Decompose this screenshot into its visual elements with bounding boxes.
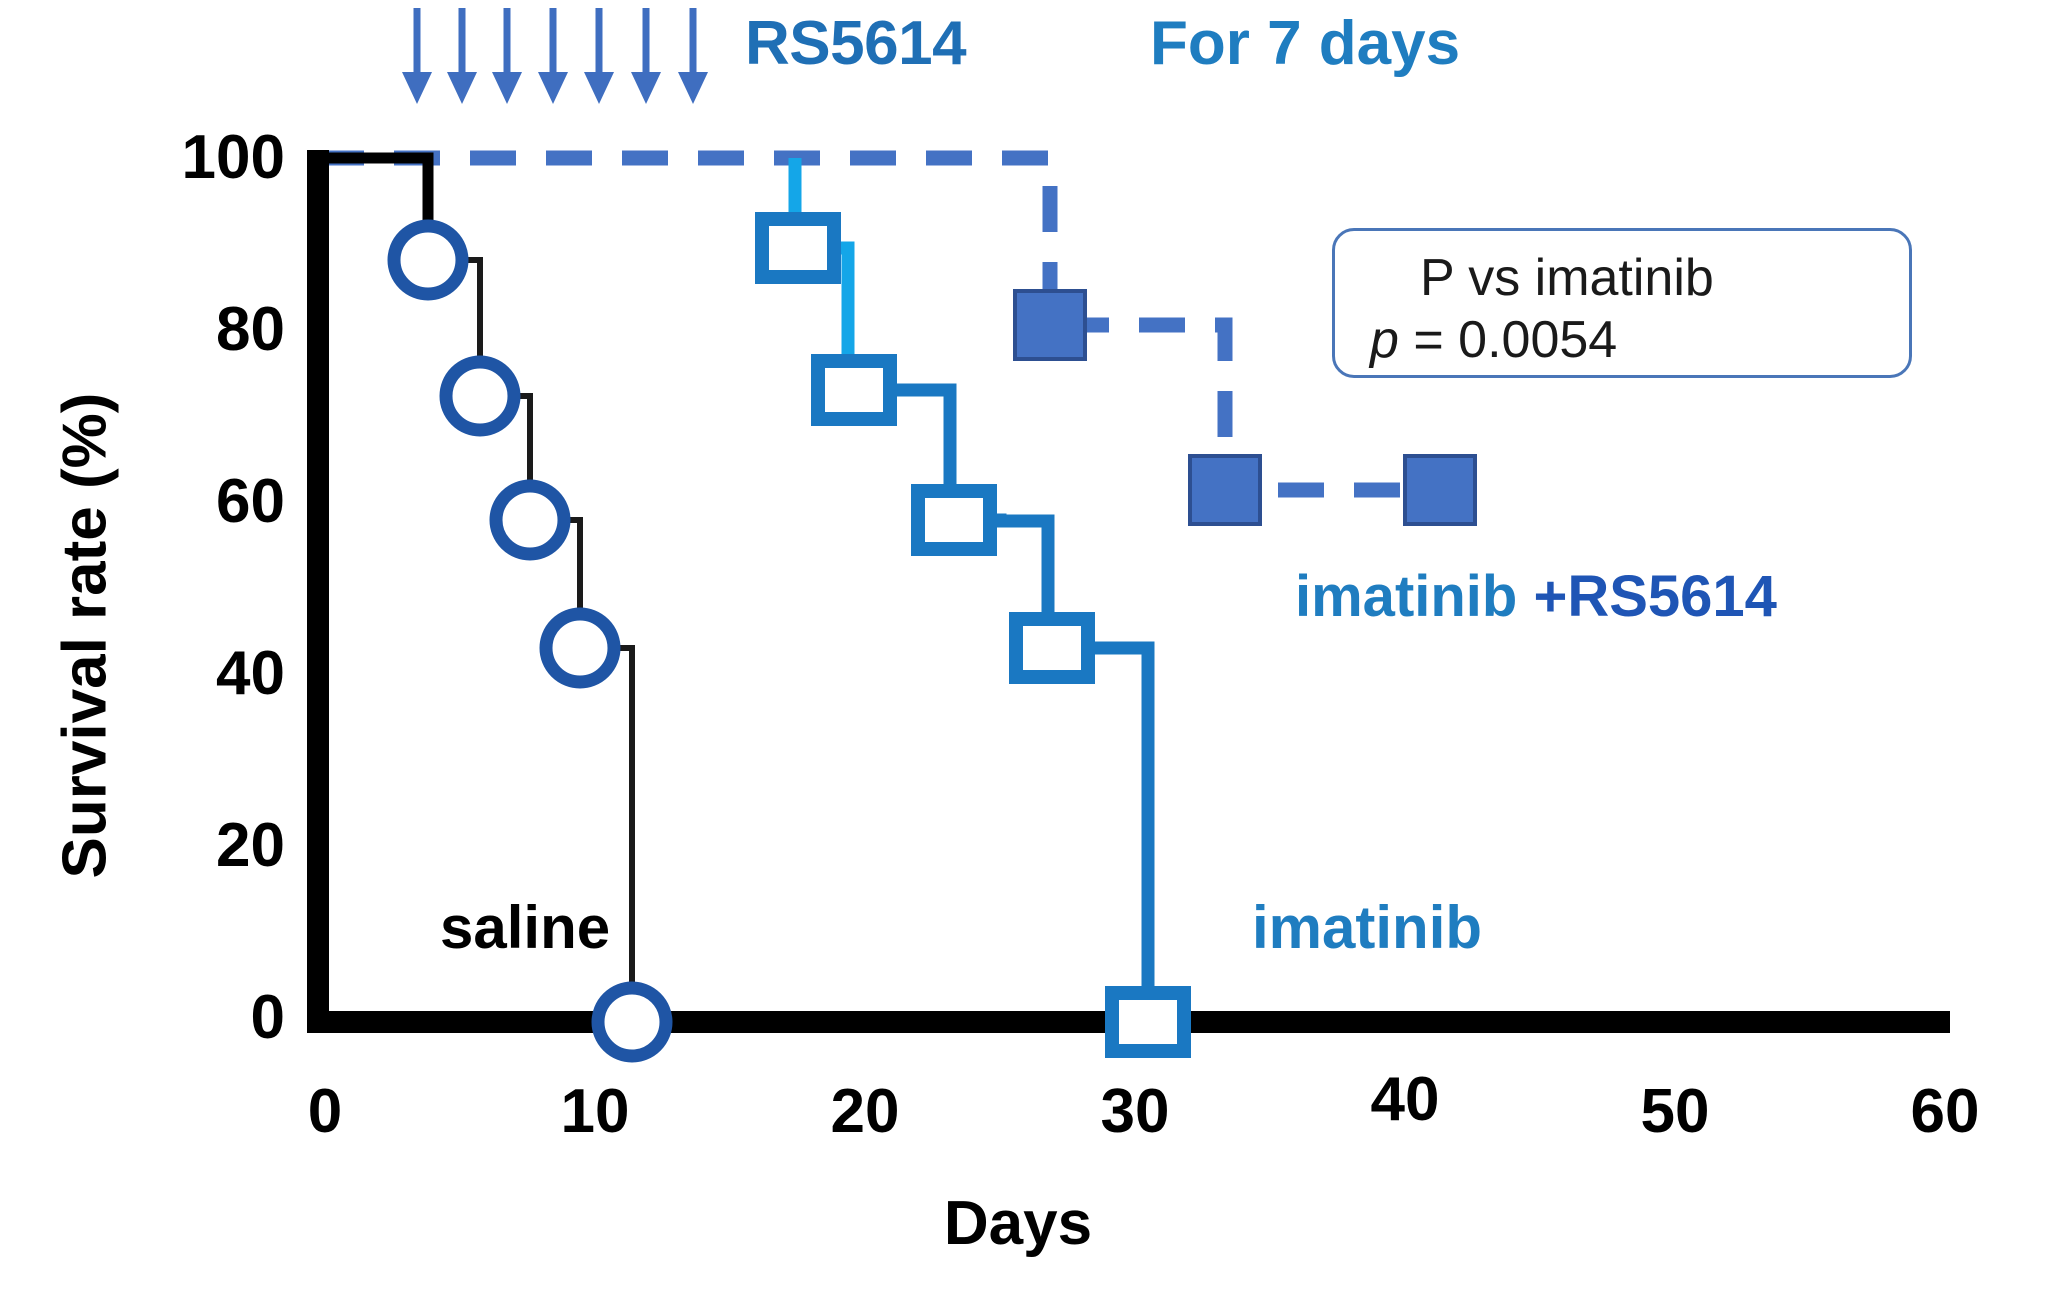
saline-marker-day14-20 (539, 607, 621, 689)
legend-label-imatinib-rs5614: imatinib +RS5614 (1295, 563, 1777, 630)
combo-marker-day27-80 (1013, 289, 1087, 361)
saline-marker-day16-0 (591, 981, 673, 1063)
saline-marker-day11-60 (439, 355, 521, 437)
series-imatinib-line (788, 158, 1155, 1022)
dosing-arrow-4 (538, 8, 568, 104)
x-tick-50: 50 (1640, 1077, 1710, 1146)
series-imatinib-rs5614-markers (1013, 289, 1477, 526)
legend-combo-base: imatinib (1295, 564, 1534, 629)
imatinib-marker-day17-80 (755, 212, 841, 284)
dosing-arrow-1 (402, 8, 432, 104)
y-tick-80: 80 (216, 295, 285, 364)
imatinib-marker-day23-40 (911, 484, 997, 556)
x-tick-30: 30 (1100, 1077, 1170, 1146)
dosing-arrow-2 (447, 8, 477, 104)
legend-combo-plus: +RS5614 (1533, 564, 1777, 629)
saline-marker-day12-40 (489, 479, 571, 561)
dosing-arrow-5 (584, 8, 614, 104)
dosing-arrow-6 (631, 8, 661, 104)
pvalue-number: = 0.0054 (1398, 311, 1618, 369)
for-7-days-label: For 7 days (1150, 9, 1461, 78)
x-tick-0: 0 (307, 1077, 343, 1146)
combo-marker-day42-60 (1403, 454, 1477, 526)
pvalue-title: P vs imatinib (1420, 249, 1714, 307)
imatinib-marker-day31-0 (1105, 986, 1191, 1058)
pvalue-value: p = 0.0054 (1370, 310, 1617, 370)
y-tick-20: 20 (216, 811, 285, 880)
x-tick-10: 10 (560, 1077, 630, 1146)
legend-label-imatinib: imatinib (1252, 894, 1483, 961)
imatinib-marker-day28-20 (1009, 612, 1095, 684)
dosing-arrow-3 (492, 8, 522, 104)
dosing-arrow-7 (678, 8, 708, 104)
x-tick-20: 20 (830, 1077, 900, 1146)
series-saline-markers (387, 219, 673, 1063)
combo-marker-day33-60 (1188, 454, 1262, 526)
series-imatinib-markers (755, 212, 1191, 1058)
y-tick-0: 0 (250, 983, 285, 1052)
imatinib-marker-day19-60 (811, 354, 897, 426)
y-tick-60: 60 (216, 467, 285, 536)
pvalue-box (1332, 228, 1912, 378)
x-tick-60: 60 (1910, 1077, 1980, 1146)
rs5614-title: RS5614 (745, 9, 967, 78)
x-tick-40: 40 (1370, 1065, 1440, 1134)
saline-marker-day9-80 (387, 219, 469, 301)
series-imatinib-rs5614-line (318, 150, 1440, 498)
rs5614-dosing-arrows (402, 8, 708, 104)
pvalue-p-symbol: p (1370, 311, 1399, 369)
y-tick-40: 40 (216, 639, 285, 708)
legend-label-saline: saline (440, 894, 611, 961)
y-axis-title: Survival rate (%) (50, 392, 120, 879)
y-tick-100: 100 (181, 123, 285, 192)
x-axis-title: Days (943, 1189, 1093, 1258)
